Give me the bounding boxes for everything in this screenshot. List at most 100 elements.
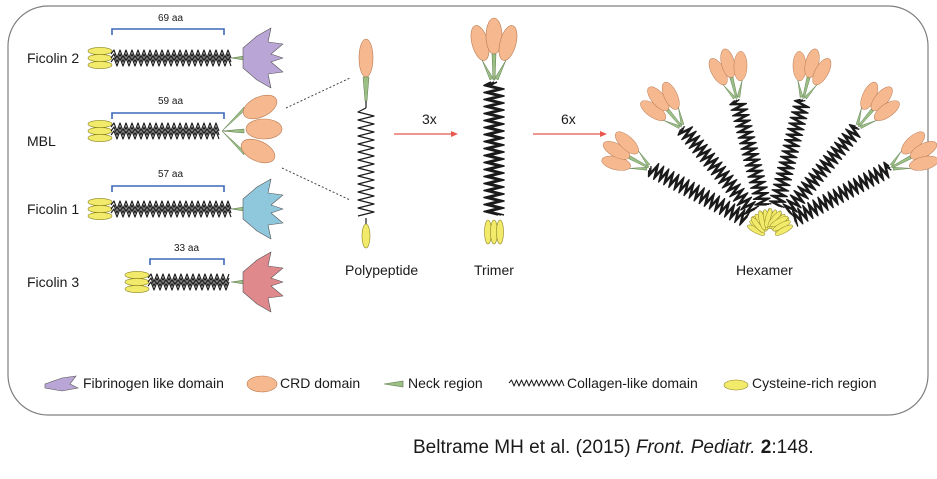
crd-domain [240, 138, 276, 164]
trimer-unit [470, 17, 518, 245]
neck-region [857, 108, 874, 128]
crd-domain [615, 131, 639, 155]
crd-domain-icon [246, 375, 278, 393]
cysteine-rich-region [87, 212, 113, 220]
protein-row-mbl [87, 94, 283, 164]
length-bracket [111, 112, 225, 119]
crd-domain [358, 38, 374, 78]
fibrinogen-domain-icon [44, 375, 79, 392]
zoom-line [281, 167, 351, 201]
citation-volume: 2 [760, 437, 772, 458]
cysteine-region-icon [723, 379, 749, 391]
crd-domain [661, 81, 680, 110]
arrow-3x-head [451, 131, 458, 137]
collagen-like-domain [650, 162, 751, 222]
protein-row-ficolin-1 [87, 178, 284, 240]
collagen-like-domain [147, 273, 230, 283]
collagen-like-domain [794, 165, 892, 227]
collagen-like-domain [110, 126, 220, 136]
length-label-ficolin-3: 33 aa [174, 243, 200, 254]
length-bracket [111, 28, 225, 35]
step-label-6x: 6x [561, 111, 576, 127]
legend [44, 375, 749, 393]
protein-label-ficolin-3: Ficolin 3 [27, 274, 80, 290]
stage-label-hexamer: Hexamer [736, 262, 793, 278]
neck-region [722, 84, 736, 100]
collagen-like-domain [357, 107, 375, 217]
hexamer-trimer-6 [770, 131, 937, 236]
length-bracket [149, 258, 225, 265]
neck-region [221, 128, 245, 134]
neck-region [666, 108, 683, 128]
neck-region [859, 120, 877, 129]
neck-region [638, 150, 651, 167]
hexamer-trimer-4 [764, 48, 832, 231]
cysteine-rich-region [124, 278, 150, 286]
legend-label-neck: Neck region [408, 375, 483, 391]
collagen-domain-icon [508, 379, 565, 387]
collagen-like-domain [110, 204, 232, 214]
arrow-6x-head [600, 131, 607, 137]
cysteine-rich-region [87, 61, 113, 69]
protein-label-ficolin-1: Ficolin 1 [27, 201, 80, 217]
neck-region [481, 59, 494, 81]
length-label-ficolin-1: 57 aa [158, 169, 184, 180]
cysteine-rich-region [87, 54, 113, 62]
cysteine-rich-region [87, 205, 113, 213]
collagen-like-domain [681, 125, 760, 212]
cysteine-rich-region [87, 47, 113, 55]
polypeptide-unit [357, 38, 375, 249]
neck-region [890, 155, 912, 169]
figure-frame [7, 5, 929, 416]
collagen-like-domain [786, 127, 861, 217]
collagen-like-domain [110, 122, 220, 132]
collagen-like-domain [110, 57, 232, 67]
protein-label-mbl: MBL [27, 133, 56, 149]
legend-label-cysteine: Cysteine-rich region [752, 375, 877, 391]
neck-region [729, 76, 738, 99]
cysteine-rich-region [124, 271, 150, 279]
length-label-ficolin-2: 69 aa [158, 13, 184, 24]
cysteine-rich-region [361, 223, 371, 249]
citation-journal: Front. Pediatr. [635, 437, 756, 458]
neck-region [889, 150, 902, 167]
collagen-like-domain [110, 53, 232, 63]
citation-authors: Beltrame MH et al. (2015) [413, 437, 636, 458]
neck-region [736, 79, 743, 98]
length-bracket [111, 185, 225, 192]
neck-region [629, 167, 648, 171]
collagen-like-domain [110, 130, 220, 140]
neck-region [678, 107, 685, 125]
length-label-mbl: 59 aa [158, 96, 184, 107]
stage-label-polypeptide: Polypeptide [345, 262, 419, 278]
neck-region [663, 120, 681, 129]
neck-region [491, 53, 497, 81]
step-label-3x: 3x [422, 111, 437, 127]
neck-region-icon [383, 380, 404, 388]
collagen-like-domain [147, 277, 230, 287]
cysteine-rich-region [124, 285, 150, 293]
fibrinogen-like-domain [242, 27, 284, 89]
legend-label-collagen: Collagen-like domain [567, 375, 698, 391]
neck-region [797, 79, 804, 98]
neck-region [362, 76, 370, 102]
fibrinogen-like-domain [242, 251, 284, 313]
collagen-like-domain [110, 49, 232, 59]
protein-label-ficolin-2: Ficolin 2 [27, 50, 80, 66]
collagen-like-domain [110, 208, 232, 218]
crd-domain [245, 118, 283, 140]
crd-domain [909, 155, 937, 171]
collagen-like-domain [110, 200, 232, 210]
protein-row-ficolin-2 [87, 27, 284, 89]
crd-domain [812, 58, 832, 86]
crd-domain [873, 100, 900, 121]
citation: Beltrame MH et al. (2015) Front. Pediatr… [413, 437, 814, 459]
cysteine-rich-region [87, 120, 113, 128]
collagen-like-domain [489, 81, 505, 216]
collagen-like-domain [147, 281, 230, 291]
neck-region [804, 84, 818, 100]
citation-page: :148. [771, 437, 814, 458]
neck-region [628, 155, 650, 169]
neck-region [802, 76, 811, 99]
